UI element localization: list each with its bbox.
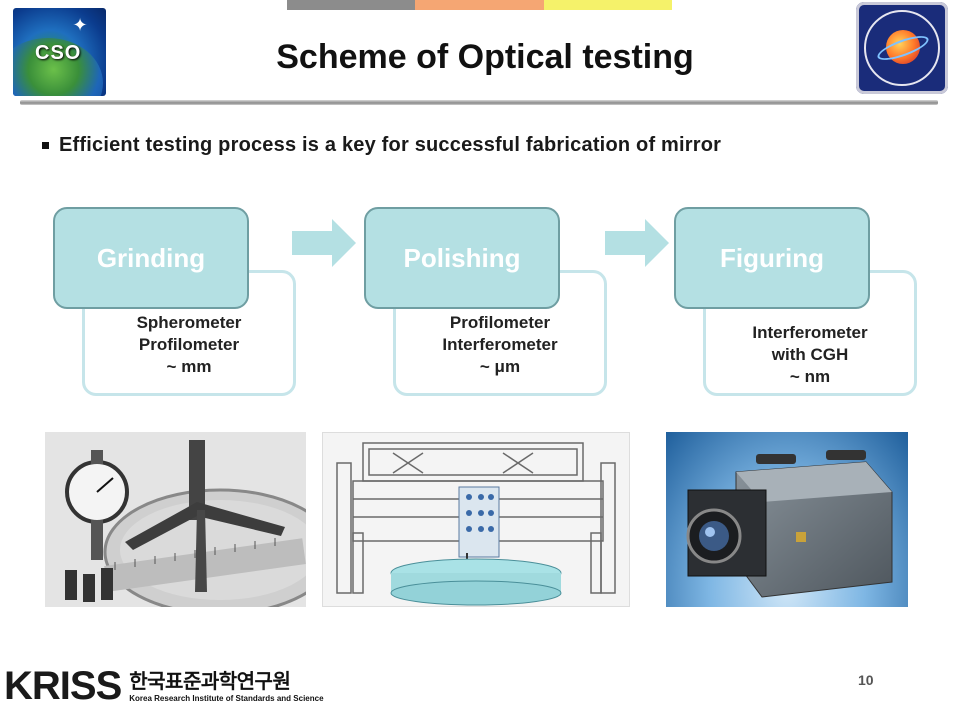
tool-line: ~ mm (166, 357, 212, 376)
step-tools-grinding: Spherometer Profilometer ~ mm (82, 312, 296, 378)
step-label: Grinding (96, 242, 206, 273)
kriss-logo-word: KRISS (4, 664, 122, 708)
spherometer-photo (45, 432, 306, 607)
page-title: Scheme of Optical testing (276, 38, 694, 76)
tool-line: Profilometer (138, 335, 240, 354)
step-label: Figuring (720, 242, 824, 273)
kriss-logo-english: Korea Research Institute of Standards an… (129, 694, 324, 703)
step-tab-grinding: Grinding (53, 207, 249, 309)
page-number: 10 (858, 672, 874, 688)
tool-line: ~ μm (479, 357, 521, 376)
kriss-logo: KRISS 한국표준과학연구원 Korea Research Institute… (4, 664, 324, 708)
bullet-text: Efficient testing process is a key for s… (59, 134, 722, 156)
arrow-right-icon (605, 219, 669, 267)
step-label: Polishing (403, 242, 521, 273)
step-tab-polishing: Polishing (364, 207, 560, 309)
top-accent-yellow (544, 0, 672, 10)
satellite-icon: ✦ (72, 15, 88, 35)
top-accent-orange (415, 0, 544, 10)
kasi-logo-sun (886, 30, 920, 64)
step-tools-figuring: Interferometer with CGH ~ nm (703, 322, 917, 388)
kriss-logo-text-group: 한국표준과학연구원 Korea Research Institute of St… (129, 670, 323, 704)
tool-line: with CGH (771, 345, 849, 364)
title-divider (20, 100, 938, 105)
cso-logo-text: CSO (35, 42, 82, 64)
cso-logo: ✦ CSO (13, 8, 106, 96)
step-tab-figuring: Figuring (674, 207, 870, 309)
arrow-right-icon (292, 219, 356, 267)
bullet-item: Efficient testing process is a key for s… (42, 134, 721, 157)
square-bullet-icon (42, 142, 49, 149)
tool-line: Interferometer (752, 323, 868, 342)
kasi-logo-ring (864, 10, 940, 86)
interferometer-photo (666, 432, 908, 607)
tool-line: Spherometer (136, 313, 242, 332)
top-accent-gray (287, 0, 415, 10)
tool-line: Interferometer (442, 335, 558, 354)
kriss-logo-korean: 한국표준과학연구원 (129, 671, 291, 693)
profilometer-cad-image (322, 432, 630, 607)
tool-line: ~ nm (789, 367, 831, 386)
step-tools-polishing: Profilometer Interferometer ~ μm (393, 312, 607, 378)
tool-line: Profilometer (449, 313, 551, 332)
kasi-logo (856, 2, 948, 94)
